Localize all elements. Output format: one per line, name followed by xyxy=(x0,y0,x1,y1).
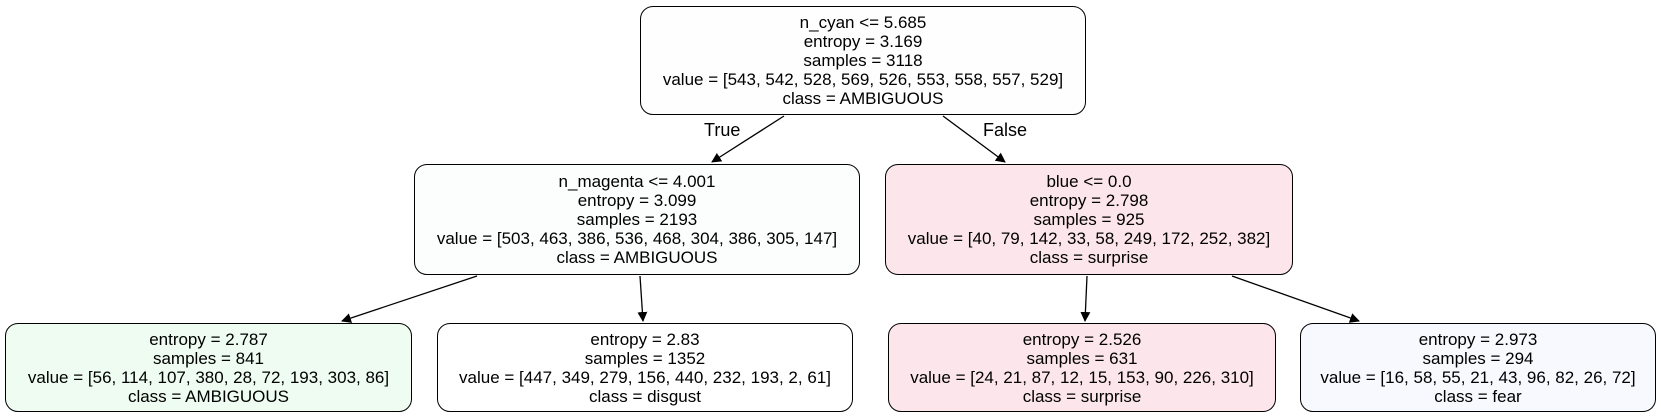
node-class: class = disgust xyxy=(589,386,701,406)
node-samples: samples = 1352 xyxy=(584,348,706,368)
tree-node-right: blue <= 0.0 entropy = 2.798 samples = 92… xyxy=(885,164,1293,275)
node-class: class = surprise xyxy=(1022,386,1142,406)
node-value: value = [56, 114, 107, 380, 28, 72, 193,… xyxy=(27,367,390,387)
edge-root-to-left xyxy=(711,115,785,163)
edge-right-to-leaf-4 xyxy=(1231,275,1360,323)
edge-label-false: False xyxy=(983,120,1028,140)
node-value: value = [503, 463, 386, 536, 468, 304, 3… xyxy=(436,229,838,248)
node-class: class = AMBIGUOUS xyxy=(127,386,290,406)
node-value: value = [16, 58, 55, 21, 43, 96, 82, 26,… xyxy=(1320,367,1636,387)
edge-label-true: True xyxy=(704,120,741,140)
node-value: value = [447, 349, 279, 156, 440, 232, 1… xyxy=(459,367,831,387)
tree-node-root: n_cyan <= 5.685 entropy = 3.169 samples … xyxy=(640,6,1086,115)
node-split-rule: blue <= 0.0 xyxy=(1046,172,1132,191)
node-value: value = [543, 542, 528, 569, 526, 553, 5… xyxy=(662,70,1064,89)
tree-node-left: n_magenta <= 4.001 entropy = 3.099 sampl… xyxy=(414,164,860,275)
node-samples: samples = 925 xyxy=(1033,210,1145,229)
node-entropy: entropy = 2.83 xyxy=(590,329,700,349)
tree-leaf-1: entropy = 2.787 samples = 841 value = [5… xyxy=(5,323,412,412)
tree-leaf-3: entropy = 2.526 samples = 631 value = [2… xyxy=(888,323,1276,412)
node-entropy: entropy = 3.169 xyxy=(803,32,923,51)
node-class: class = surprise xyxy=(1029,248,1149,267)
node-entropy: entropy = 2.787 xyxy=(149,329,268,349)
tree-leaf-4: entropy = 2.973 samples = 294 value = [1… xyxy=(1300,323,1656,412)
node-value: value = [40, 79, 142, 33, 58, 249, 172, … xyxy=(907,229,1271,248)
node-entropy: entropy = 2.526 xyxy=(1022,329,1142,349)
node-class: class = AMBIGUOUS xyxy=(556,248,718,267)
node-split-rule: n_cyan <= 5.685 xyxy=(799,13,927,32)
node-samples: samples = 294 xyxy=(1422,348,1534,368)
edge-right-to-leaf-3 xyxy=(1080,275,1091,322)
node-samples: samples = 841 xyxy=(152,348,265,368)
node-split-rule: n_magenta <= 4.001 xyxy=(558,172,716,191)
node-value: value = [24, 21, 87, 12, 15, 153, 90, 22… xyxy=(910,367,1254,387)
node-entropy: entropy = 3.099 xyxy=(577,191,697,210)
edge-left-to-leaf-2 xyxy=(637,275,648,322)
node-entropy: entropy = 2.973 xyxy=(1418,329,1538,349)
node-samples: samples = 631 xyxy=(1026,348,1138,368)
node-entropy: entropy = 2.798 xyxy=(1029,191,1149,210)
edge-left-to-leaf-1 xyxy=(341,275,478,323)
node-class: class = AMBIGUOUS xyxy=(782,89,944,108)
node-class: class = fear xyxy=(1434,386,1522,406)
node-samples: samples = 3118 xyxy=(803,51,923,70)
tree-leaf-2: entropy = 2.83 samples = 1352 value = [4… xyxy=(437,323,853,412)
node-samples: samples = 2193 xyxy=(576,210,698,229)
edge-root-to-right xyxy=(942,115,1006,163)
